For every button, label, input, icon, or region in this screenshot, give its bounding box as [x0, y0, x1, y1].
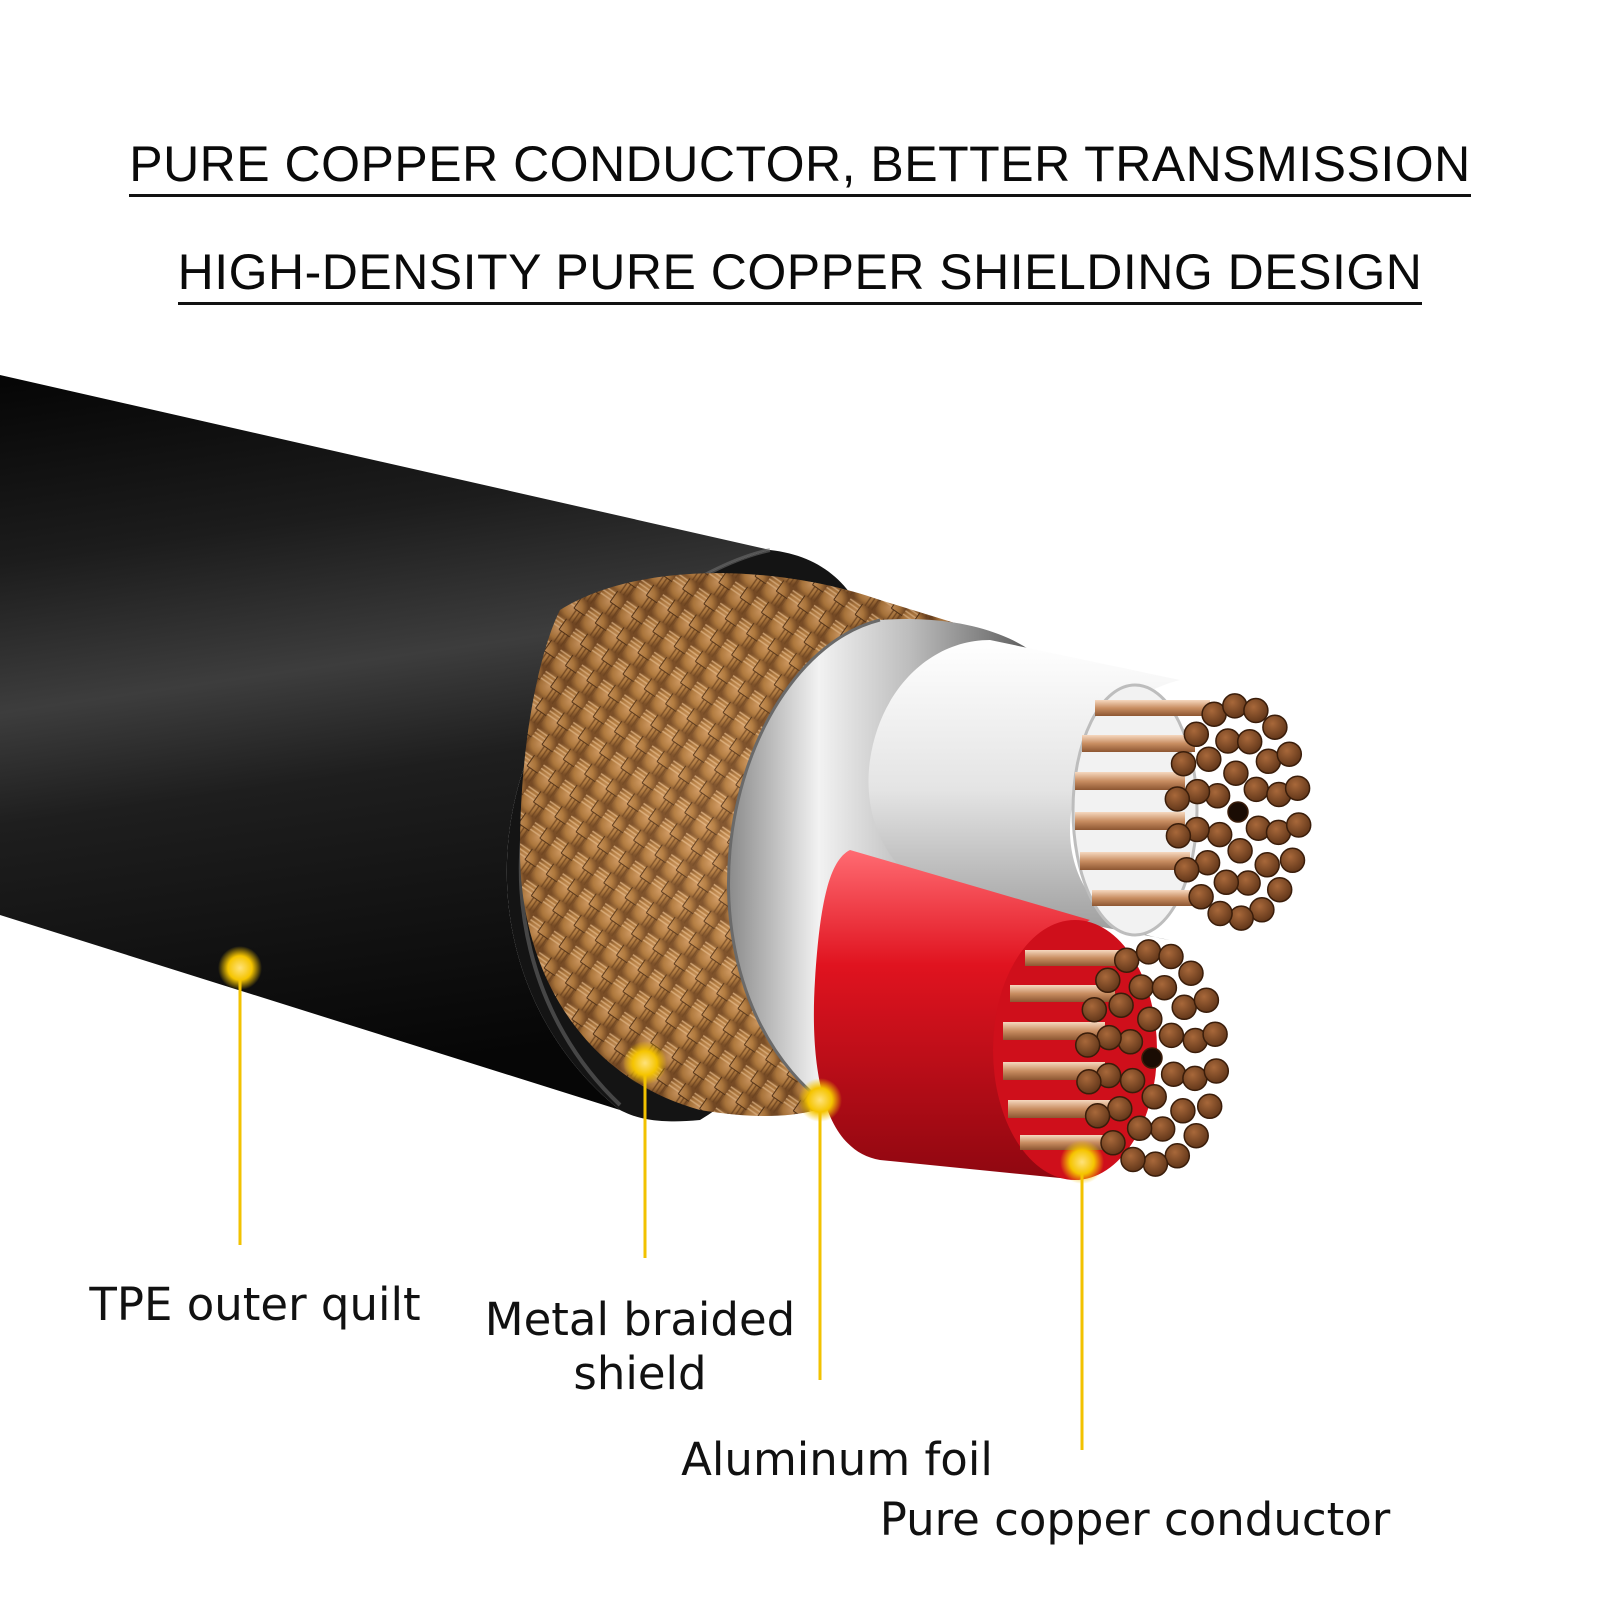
white-conductor-strand: [1222, 693, 1248, 719]
white-conductor-strand: [1276, 741, 1303, 767]
white-conductor-strand: [1266, 876, 1293, 903]
red-conductor-strand: [1141, 1084, 1167, 1110]
red-conductor-strand: [1149, 1116, 1176, 1142]
callout-copper: [1060, 1140, 1104, 1450]
jacket-outer: [0, 375, 770, 1110]
red-conductor-strand: [1095, 967, 1121, 994]
red-conductor-strand: [1135, 939, 1162, 965]
red-conductor-strand: [1128, 974, 1155, 1000]
red-conductor-strand: [1108, 992, 1134, 1018]
red-conductor-strand: [1142, 1151, 1169, 1177]
white-strand-sides: [1075, 700, 1210, 906]
white-conductor-strand: [1207, 900, 1233, 927]
red-conductor-strand: [1182, 1065, 1208, 1092]
headline-secondary-text: HIGH-DENSITY PURE COPPER SHIELDING DESIG…: [177, 244, 1423, 305]
white-conductor-strand: [1215, 728, 1241, 754]
red-conductor-strand: [1183, 1122, 1209, 1149]
red-conductor-strand: [1119, 1067, 1146, 1094]
white-conductor-strand: [1235, 870, 1261, 896]
headline-primary-text: PURE COPPER CONDUCTOR, BETTER TRANSMISSI…: [129, 136, 1471, 197]
white-conductor-strand: [1227, 838, 1253, 864]
white-conductor-strand: [1223, 760, 1249, 786]
red-conductor-strands: [1074, 939, 1230, 1177]
red-conductor-strand: [1171, 994, 1197, 1021]
red-conductor-strand: [1158, 1022, 1185, 1049]
red-conductor-strand: [1096, 1024, 1122, 1051]
white-conductor-strand: [1206, 821, 1233, 848]
red-conductor-strand: [1151, 974, 1178, 1001]
headline-primary: PURE COPPER CONDUCTOR, BETTER TRANSMISSI…: [0, 135, 1600, 197]
white-conductor-strand: [1285, 812, 1312, 838]
callout-dot-braid: [623, 1041, 667, 1085]
white-conductor-strand: [1254, 852, 1280, 878]
callout-dot-copper: [1060, 1140, 1104, 1184]
label-aluminum-foil: Aluminum foil: [681, 1433, 993, 1486]
white-conductor-strand: [1279, 847, 1306, 874]
red-conductor-strand: [1117, 1029, 1144, 1055]
red-conductor-strand: [1100, 1130, 1126, 1156]
white-conductor-strand: [1213, 869, 1240, 896]
red-conductor-strand: [1158, 943, 1184, 970]
red-conductor-strand: [1164, 1143, 1191, 1169]
white-conductor-strand: [1262, 714, 1288, 740]
red-conductor-strand: [1113, 947, 1140, 973]
callout-dot-foil: [798, 1078, 842, 1122]
red-conductor-strand: [1076, 1069, 1102, 1095]
callout-dot-tpe: [218, 946, 262, 990]
white-conductor-strand: [1243, 697, 1269, 724]
red-conductor-strand: [1137, 1006, 1163, 1032]
label-tpe-outer-quilt: TPE outer quilt: [89, 1278, 421, 1331]
red-conductor-strand: [1196, 1093, 1223, 1120]
white-conductor-strand: [1170, 750, 1197, 777]
red-conductor-strand: [1081, 996, 1108, 1023]
red-conductor-strand: [1126, 1115, 1153, 1142]
white-conductor-strand: [1188, 884, 1214, 910]
red-insulation: [813, 850, 1090, 1180]
red-conductor-strand: [1178, 960, 1204, 986]
white-conductor-strand: [1165, 823, 1192, 849]
red-strand-sides: [1003, 950, 1130, 1150]
white-conductor-strand: [1196, 746, 1222, 772]
white-conductor-strand: [1173, 857, 1200, 883]
label-pure-copper-conductor: Pure copper conductor: [879, 1493, 1391, 1546]
headline-secondary: HIGH-DENSITY PURE COPPER SHIELDING DESIG…: [0, 243, 1600, 305]
white-conductor-strand: [1284, 775, 1311, 801]
white-conductor-strand: [1164, 786, 1191, 812]
red-conductor-strand: [1193, 987, 1220, 1013]
red-conductor-strand: [1203, 1058, 1230, 1084]
white-conductor-strand: [1243, 776, 1270, 803]
white-conductor-strand: [1183, 721, 1210, 748]
red-conductor-strand: [1170, 1098, 1196, 1124]
white-conductor-strand: [1227, 801, 1249, 823]
callout-tpe: [218, 946, 262, 1245]
callout-foil: [798, 1078, 842, 1380]
white-conductor-strand: [1228, 905, 1254, 931]
red-conductor-strand: [1141, 1047, 1163, 1069]
red-conductor-strand: [1160, 1061, 1187, 1087]
red-conductor-strand: [1107, 1095, 1133, 1122]
white-conductor-strand: [1236, 728, 1263, 755]
red-conductor-strand: [1202, 1021, 1228, 1047]
red-conductor-strand: [1084, 1103, 1111, 1129]
red-conductor-strand: [1074, 1032, 1101, 1058]
white-conductor-strands: [1164, 693, 1312, 931]
label-metal-braided-shield: Metal braided shield: [484, 1293, 796, 1400]
red-conductor-strand: [1120, 1146, 1146, 1173]
callout-braid: [623, 1041, 667, 1258]
